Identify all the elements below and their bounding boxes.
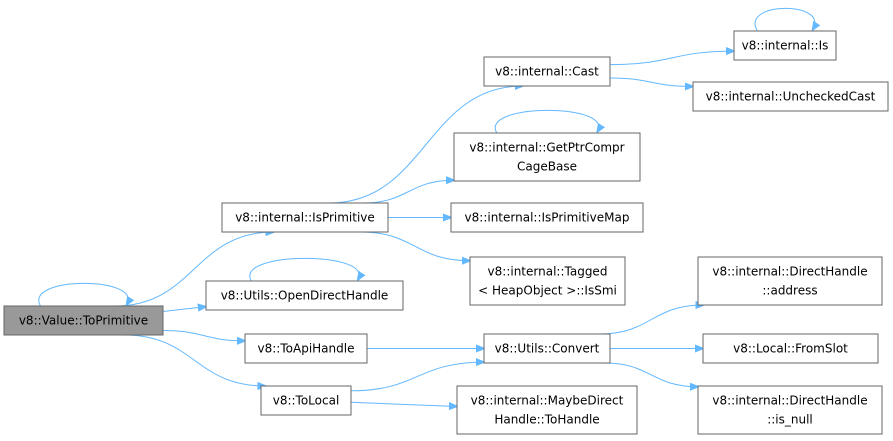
node-box <box>692 81 889 112</box>
node-box <box>697 385 883 435</box>
node-cast[interactable]: v8::internal::Cast <box>483 56 611 87</box>
node-label: v8::internal::Is <box>742 39 829 53</box>
edge-value_toprimitive-to-opendirecthandle <box>162 307 206 313</box>
node-label: < HeapObject >::IsSmi <box>478 284 617 298</box>
edge-getptrcompr-to-getptrcompr <box>494 109 599 133</box>
node-label: v8::ToLocal <box>273 394 340 408</box>
edge-tolocal-to-maybedirect_tohandle <box>350 401 457 406</box>
node-isprimitivemap[interactable]: v8::internal::IsPrimitiveMap <box>450 202 644 233</box>
node-label: ::address <box>762 284 817 298</box>
node-label: Handle::ToHandle <box>494 413 599 427</box>
node-label: v8::internal::DirectHandle <box>712 394 867 408</box>
node-box <box>483 333 611 364</box>
edge-utils_convert-to-directhandle_isnull <box>604 362 698 387</box>
node-box <box>697 256 883 306</box>
node-uncheckedcast[interactable]: v8::internal::UncheckedCast <box>692 81 889 112</box>
node-box <box>450 202 644 233</box>
edge-utils_convert-to-directhandle_address <box>599 305 703 335</box>
node-label: v8::Utils::Convert <box>495 342 600 356</box>
node-label: v8::internal::IsPrimitiveMap <box>465 211 630 225</box>
edge-opendirecthandle-to-opendirecthandle <box>249 257 360 281</box>
node-box <box>221 202 389 233</box>
edge-layer <box>38 7 815 406</box>
node-tolocal[interactable]: v8::ToLocal <box>260 385 352 416</box>
node-opendirecthandle[interactable]: v8::Utils::OpenDirectHandle <box>205 280 404 311</box>
edge-value_toprimitive-to-tolocal <box>123 334 266 386</box>
node-value_toprimitive[interactable]: v8::Value::ToPrimitive <box>3 305 164 336</box>
node-utils_convert[interactable]: v8::Utils::Convert <box>483 333 611 364</box>
node-layer: v8::Value::ToPrimitive v8::internal::IsPr… <box>3 30 889 435</box>
node-box <box>205 280 404 311</box>
edge-cast-to-uncheckedcast <box>609 77 693 87</box>
node-directhandle_isnull[interactable]: v8::internal::DirectHandle::is_null <box>697 385 883 435</box>
node-box <box>733 30 837 61</box>
node-isprimitive[interactable]: v8::internal::IsPrimitive <box>221 202 389 233</box>
node-box <box>469 256 626 306</box>
edge-value_toprimitive-to-isprimitive <box>114 232 274 307</box>
node-label: v8::Value::ToPrimitive <box>19 314 148 328</box>
node-label: v8::internal::Cast <box>495 65 599 79</box>
edge-isprimitive-to-cast <box>329 86 523 204</box>
node-box <box>3 305 164 336</box>
node-box <box>483 56 611 87</box>
edge-isprimitive-to-getptrcompr <box>362 180 454 204</box>
node-box <box>260 385 352 416</box>
node-label: v8::ToApiHandle <box>258 342 355 356</box>
edge-tolocal-to-utils_convert <box>350 362 484 392</box>
node-label: v8::internal::DirectHandle <box>712 265 867 279</box>
node-label: ::is_null <box>767 413 813 427</box>
edge-internal_is-to-internal_is <box>754 7 815 31</box>
node-label: v8::internal::GetPtrCompr <box>469 141 624 155</box>
node-tagged_issmi[interactable]: v8::internal::Tagged< HeapObject >::IsSm… <box>469 256 626 306</box>
node-label: v8::internal::MaybeDirect <box>471 394 624 408</box>
node-label: v8::Utils::OpenDirectHandle <box>221 289 389 303</box>
node-maybedirect_tohandle[interactable]: v8::internal::MaybeDirectHandle::ToHandl… <box>456 385 638 435</box>
node-local_fromslot[interactable]: v8::Local::FromSlot <box>702 333 879 364</box>
node-internal_is[interactable]: v8::internal::Is <box>733 30 837 61</box>
node-directhandle_address[interactable]: v8::internal::DirectHandle::address <box>697 256 883 306</box>
node-label: v8::internal::IsPrimitive <box>235 211 375 225</box>
edge-isprimitive-to-tagged_issmi <box>360 231 470 261</box>
edge-value_toprimitive-to-toapihandle <box>162 330 245 341</box>
node-label: v8::internal::Tagged <box>488 265 608 279</box>
node-box <box>244 333 368 364</box>
node-box <box>702 333 879 364</box>
node-label: v8::Local::FromSlot <box>733 342 848 356</box>
node-toapihandle[interactable]: v8::ToApiHandle <box>244 333 368 364</box>
edge-value_toprimitive-to-value_toprimitive <box>38 282 129 306</box>
edge-cast-to-internal_is <box>609 51 734 66</box>
node-box <box>453 132 641 182</box>
node-label: CageBase <box>517 160 577 174</box>
node-box <box>456 385 638 435</box>
node-label: v8::internal::UncheckedCast <box>706 90 876 104</box>
